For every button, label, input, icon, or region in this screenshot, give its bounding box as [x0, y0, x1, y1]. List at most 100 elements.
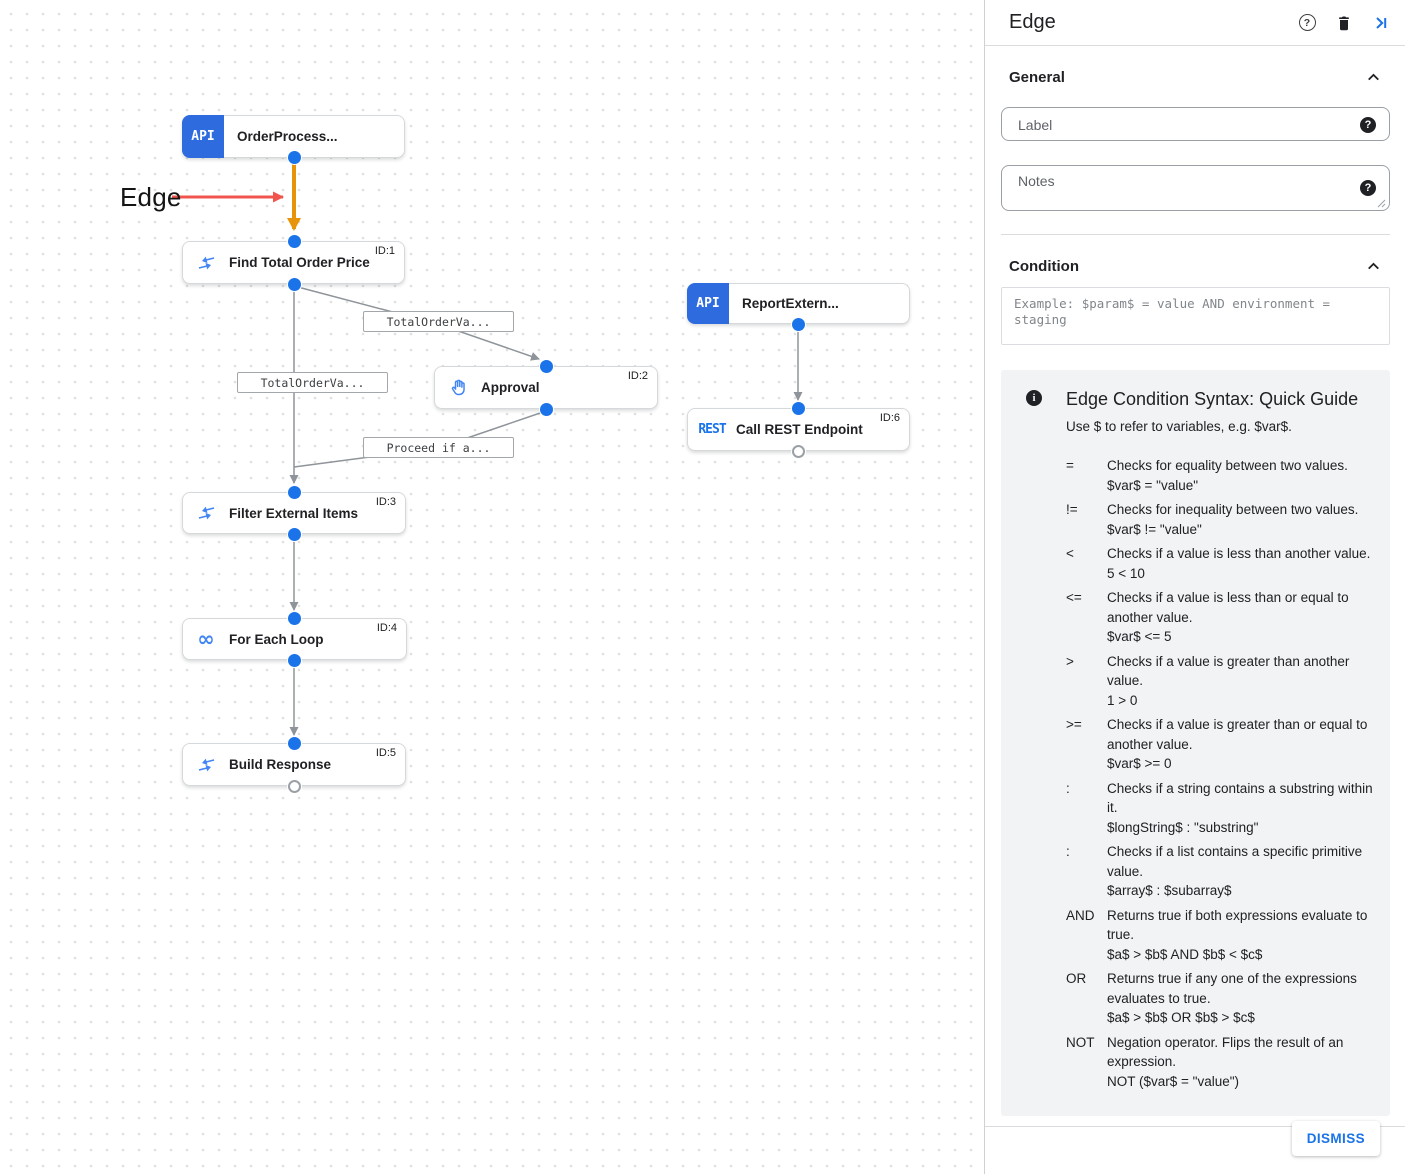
port-in[interactable] — [287, 234, 301, 248]
guide-row: :Checks if a string contains a substring… — [1066, 779, 1380, 838]
guide-operator: = — [1066, 458, 1074, 473]
node-filter-external-items[interactable]: Filter External Items ID:3 — [182, 492, 406, 534]
condition-section-title: Condition — [1009, 258, 1079, 275]
node-title: OrderProcess... — [237, 129, 338, 144]
guide-description: Checks if a value is greater than anothe… — [1107, 653, 1350, 689]
guide-operator: NOT — [1066, 1034, 1095, 1050]
edge-label[interactable]: Proceed if a... — [363, 437, 514, 458]
guide-example: $a$ > $b$ OR $b$ > $c$ — [1107, 1010, 1255, 1025]
help-button[interactable]: ? — [1297, 13, 1317, 33]
rest-task-icon: REST — [688, 422, 736, 437]
chevron-up-icon[interactable] — [1365, 258, 1382, 275]
guide-description: Checks if a value is less than another v… — [1107, 546, 1371, 561]
node-id-label: ID:3 — [375, 496, 396, 508]
guide-example: 5 < 10 — [1107, 565, 1145, 581]
guide-description: Checks for inequality between two values… — [1107, 502, 1359, 517]
collapse-panel-button[interactable] — [1371, 13, 1391, 33]
port-out[interactable] — [287, 653, 301, 667]
label-input[interactable] — [1002, 108, 1389, 142]
guide-operator: AND — [1066, 907, 1095, 923]
guide-row: >=Checks if a value is greater than or e… — [1066, 715, 1380, 774]
node-title: ReportExtern... — [742, 296, 839, 311]
guide-example: $var$ <= 5 — [1107, 629, 1172, 644]
guide-row: =Checks for equality between two values.… — [1066, 456, 1380, 495]
port-out[interactable] — [791, 317, 805, 331]
condition-field-wrap — [1001, 287, 1390, 345]
guide-description: Checks if a value is less than or equal … — [1107, 590, 1349, 625]
port-in[interactable] — [287, 485, 301, 499]
guide-operator: != — [1066, 502, 1078, 517]
port-out[interactable] — [287, 150, 301, 164]
port-out[interactable] — [287, 277, 301, 291]
node-title: Filter External Items — [229, 505, 359, 521]
guide-title: Edge Condition Syntax: Quick Guide — [1066, 389, 1359, 409]
node-id-label: ID:2 — [627, 370, 648, 382]
notes-help-icon[interactable]: ? — [1360, 180, 1376, 196]
dismiss-button[interactable]: DISMISS — [1291, 1121, 1380, 1156]
port-in[interactable] — [791, 401, 805, 415]
guide-description: Checks if a list contains a specific pri… — [1107, 844, 1363, 879]
node-id-label: ID:4 — [376, 622, 397, 634]
node-build-response[interactable]: Build Response ID:5 — [182, 743, 406, 786]
port-out[interactable] — [539, 402, 553, 416]
guide-row: <=Checks if a value is less than or equa… — [1066, 588, 1380, 647]
node-title: Call REST Endpoint — [736, 422, 863, 437]
node-approval[interactable]: Approval ID:2 — [434, 366, 658, 409]
edge-label[interactable]: TotalOrderVa... — [237, 372, 388, 393]
port-in[interactable] — [539, 359, 553, 373]
guide-description: Returns true if any one of the expressio… — [1107, 971, 1357, 1006]
resize-handle-icon[interactable] — [1376, 198, 1386, 208]
condition-input[interactable] — [1002, 288, 1389, 344]
node-reportextern-trigger[interactable]: API ReportExtern... — [687, 282, 910, 324]
port-out[interactable] — [287, 527, 301, 541]
guide-row: AND Returns true if both expressions eval… — [1066, 906, 1380, 965]
guide-operator: < — [1066, 546, 1074, 561]
chevron-up-icon[interactable] — [1365, 69, 1382, 86]
api-trigger-icon: API — [687, 282, 729, 324]
edge-annotation-label: Edge — [120, 182, 182, 212]
guide-description: Checks if a value is greater than or equ… — [1107, 717, 1368, 752]
api-badge-text: API — [696, 295, 720, 311]
general-section: General ? ? — [985, 69, 1405, 235]
port-out-open[interactable] — [287, 779, 301, 793]
port-in[interactable] — [287, 611, 301, 625]
port-out-open[interactable] — [791, 444, 805, 458]
notes-input[interactable] — [1002, 166, 1389, 210]
node-id-label: ID:6 — [879, 412, 900, 424]
guide-operator: OR — [1066, 971, 1087, 986]
guide-example: $var$ = "value" — [1107, 477, 1199, 493]
node-for-each-loop[interactable]: ∞ For Each Loop ID:4 — [182, 618, 407, 660]
panel-title: Edge — [1009, 11, 1056, 33]
node-title: For Each Loop — [229, 631, 324, 647]
help-icon: ? — [1298, 14, 1316, 31]
infinity-glyph: ∞ — [197, 627, 215, 651]
node-id-label: ID:1 — [374, 245, 395, 257]
edge-label[interactable]: TotalOrderVa... — [363, 311, 514, 332]
guide-operator: > — [1066, 653, 1074, 669]
guide-row: :Checks if a list contains a specific pr… — [1066, 842, 1380, 901]
node-call-rest-endpoint[interactable]: REST Call REST Endpoint ID:6 — [687, 408, 910, 451]
node-title: Approval — [481, 380, 540, 395]
guide-example: $var$ != "value" — [1107, 521, 1202, 537]
delete-button[interactable] — [1334, 13, 1354, 33]
condition-syntax-guide: i Edge Condition Syntax: Quick Guide Use… — [1001, 370, 1390, 1116]
guide-row: < Checks if a value is less than another … — [1066, 544, 1380, 583]
guide-row: != Checks for inequality between two valu… — [1066, 500, 1380, 539]
api-badge-text: API — [191, 128, 215, 144]
guide-row: OR Returns true if any one of the express… — [1066, 969, 1380, 1028]
guide-example: NOT ($var$ = "value") — [1107, 1073, 1240, 1089]
node-title: Build Response — [229, 757, 332, 772]
guide-row: > Checks if a value is greater than anoth… — [1066, 652, 1380, 711]
guide-example: $longString$ : "substring" — [1107, 819, 1259, 835]
label-help-icon[interactable]: ? — [1360, 117, 1376, 133]
panel-header: Edge ? — [985, 0, 1405, 45]
port-in[interactable] — [287, 736, 301, 750]
workflow-canvas[interactable]: Edge API OrderProcess... Find Total Orde… — [0, 0, 984, 1174]
rest-badge-text: REST — [698, 422, 726, 437]
guide-description: Checks if a string contains a substring … — [1107, 780, 1373, 816]
guide-example: $a$ > $b$ AND $b$ < $c$ — [1107, 946, 1263, 962]
data-mapping-icon — [183, 255, 229, 271]
guide-description: Returns true if both expressions evaluat… — [1107, 907, 1368, 943]
footer-divider — [985, 1126, 1405, 1127]
